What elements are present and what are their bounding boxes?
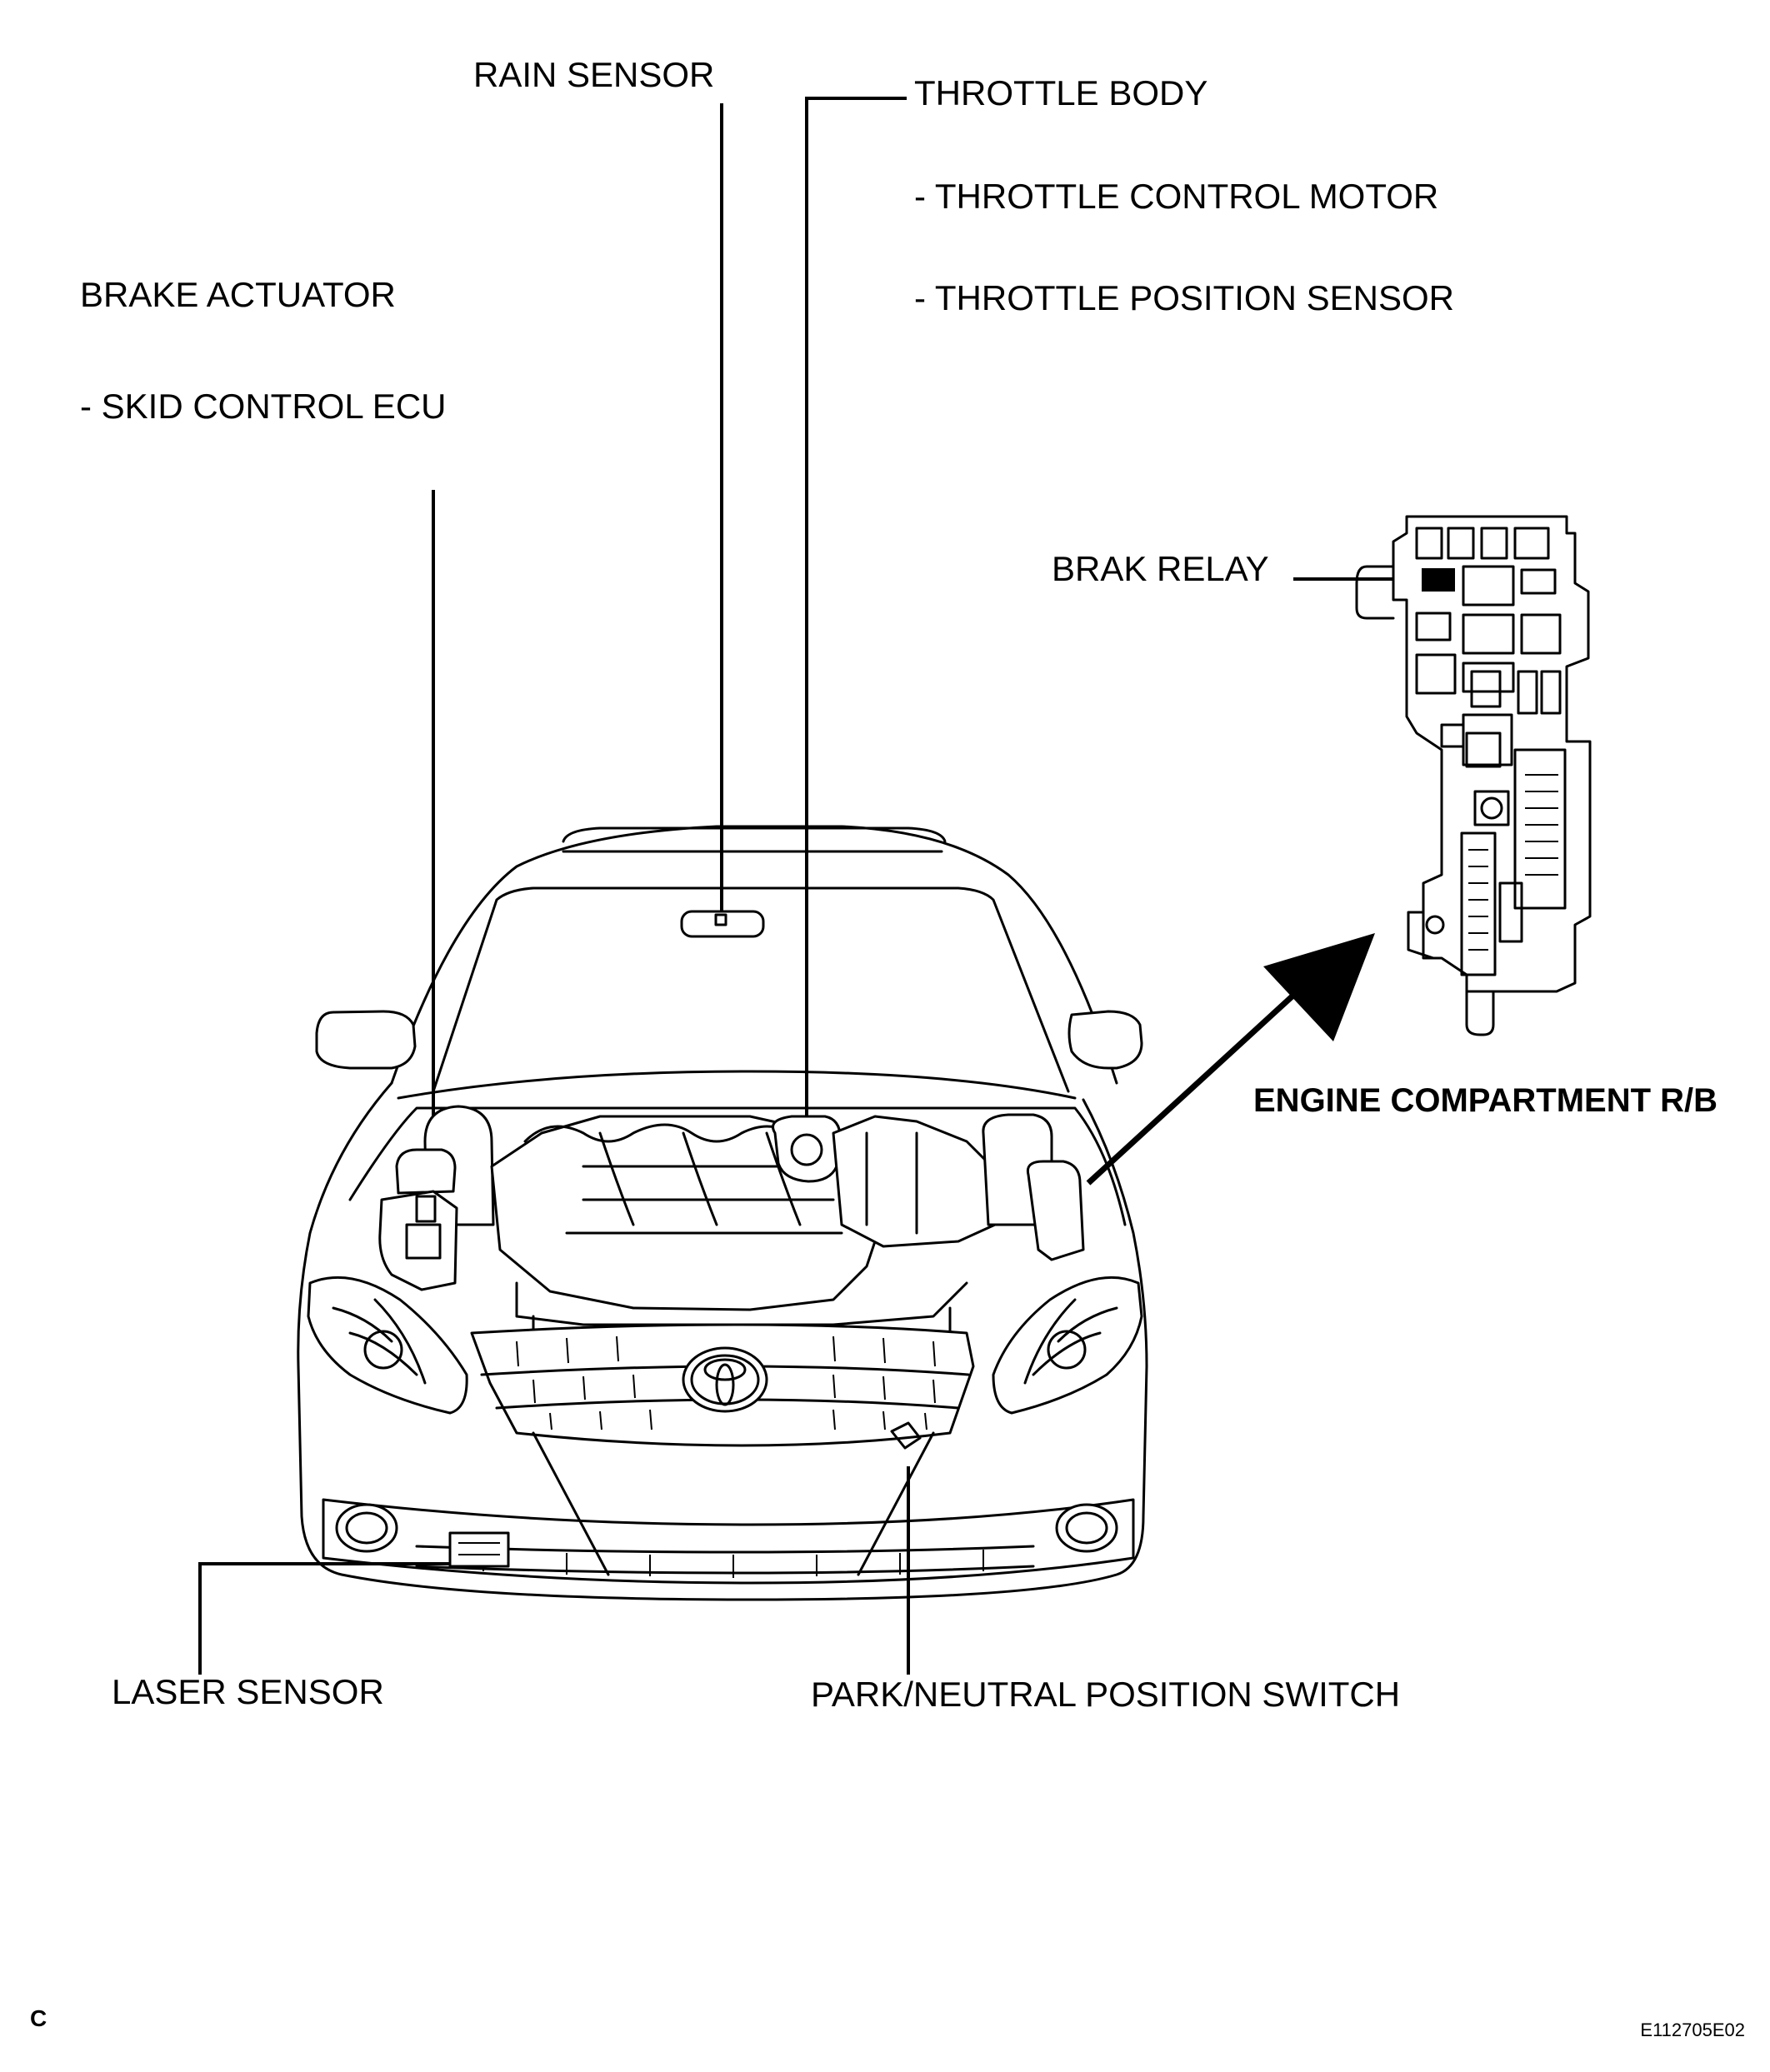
label-throttle-position-sensor: - THROTTLE POSITION SENSOR — [914, 278, 1454, 317]
headlight-left — [307, 1276, 468, 1415]
vehicle-illustration — [297, 825, 1148, 1601]
figure-id: E112705E02 — [1640, 2020, 1745, 2040]
engine-bay-relay-block — [1026, 1160, 1085, 1261]
windshield — [432, 886, 1070, 1093]
label-skid-control-ecu: - SKID CONTROL ECU — [80, 387, 446, 426]
rain-sensor-marker — [714, 913, 728, 926]
car-roof — [390, 825, 1118, 1085]
label-brake-actuator: BRAKE ACTUATOR — [80, 275, 396, 314]
arrow-head — [1263, 933, 1375, 1041]
label-laser-sensor: LASER SENSOR — [112, 1672, 384, 1711]
throttle-body-shape — [772, 1115, 842, 1183]
lower-bumper — [322, 1498, 1135, 1585]
headlight-right — [992, 1276, 1143, 1415]
toyota-emblem — [682, 1346, 768, 1413]
label-brak-relay: BRAK RELAY — [1052, 549, 1269, 588]
mirror-right — [1068, 1010, 1143, 1070]
corner-letter: C — [30, 2005, 47, 2031]
label-throttle-body: THROTTLE BODY — [914, 73, 1208, 112]
fog-light-left — [335, 1503, 398, 1553]
mirror-left — [315, 1010, 417, 1070]
label-engine-compartment-rb: ENGINE COMPARTMENT R/B — [1253, 1082, 1718, 1119]
label-rain-sensor: RAIN SENSOR — [473, 55, 714, 94]
label-throttle-control-motor: - THROTTLE CONTROL MOTOR — [914, 177, 1438, 216]
brake-fluid-reservoir — [395, 1148, 457, 1195]
fog-light-right — [1055, 1503, 1118, 1553]
car-body — [297, 1081, 1148, 1601]
leader-throttle-body — [805, 97, 907, 1125]
label-park-neutral-switch: PARK/NEUTRAL POSITION SWITCH — [811, 1675, 1400, 1714]
arrow-shaft — [1086, 981, 1309, 1186]
brake-actuator-shape — [378, 1190, 458, 1291]
leader-laser-sensor — [198, 1562, 450, 1675]
brak-relay-highlight — [1422, 568, 1455, 592]
relay-block-illustration — [1355, 515, 1592, 1036]
laser-sensor-shape — [448, 1531, 510, 1568]
